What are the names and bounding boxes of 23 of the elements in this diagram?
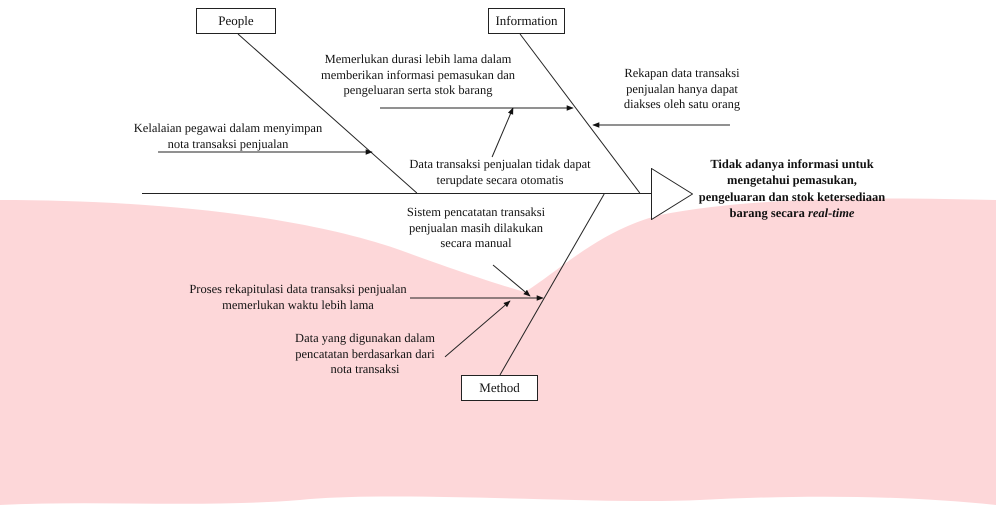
arrow: [444, 300, 511, 358]
effect-text: Tidak adanya informasi untuk mengetahui pemasukan, pengeluaran dan stok ketersediaan barang secara real-time: [698, 156, 886, 221]
category-box: People: [196, 8, 276, 34]
arrow: [380, 105, 574, 111]
fish-head-triangle: [651, 168, 693, 220]
arrow: [492, 264, 531, 296]
cause-text: Rekapan data transaksi penjualan hanya dapat diakses oleh satu orang: [620, 66, 744, 125]
arrow: [158, 149, 373, 155]
bone-line: [499, 194, 605, 376]
cause-text: Sistem pencatatan transaksi penjualan masih dilakukan secara manual: [400, 205, 552, 265]
arrow: [410, 295, 544, 301]
bone-line: [520, 34, 640, 194]
spine-line: [142, 193, 651, 194]
cause-text: Kelalaian pegawai dalam menyimpan nota transaksi penjualan: [130, 121, 326, 152]
arrow: [592, 122, 730, 128]
cause-text: Memerlukan durasi lebih lama dalam memberikan informasi pemasukan dan pengeluaran serta stok barang: [300, 52, 536, 108]
cause-text: Data yang digunakan dalam pencatatan berdasarkan dari nota transaksi: [285, 331, 445, 385]
bone-line: [238, 34, 418, 194]
cause-text: Proses rekapitulasi data transaksi penjualan memerlukan waktu lebih lama: [186, 282, 410, 314]
category-box: Method: [461, 375, 538, 401]
arrow: [492, 107, 514, 158]
cause-text: Data transaksi penjualan tidak dapat terupdate secara otomatis: [408, 157, 592, 191]
category-box: Information: [488, 8, 565, 34]
